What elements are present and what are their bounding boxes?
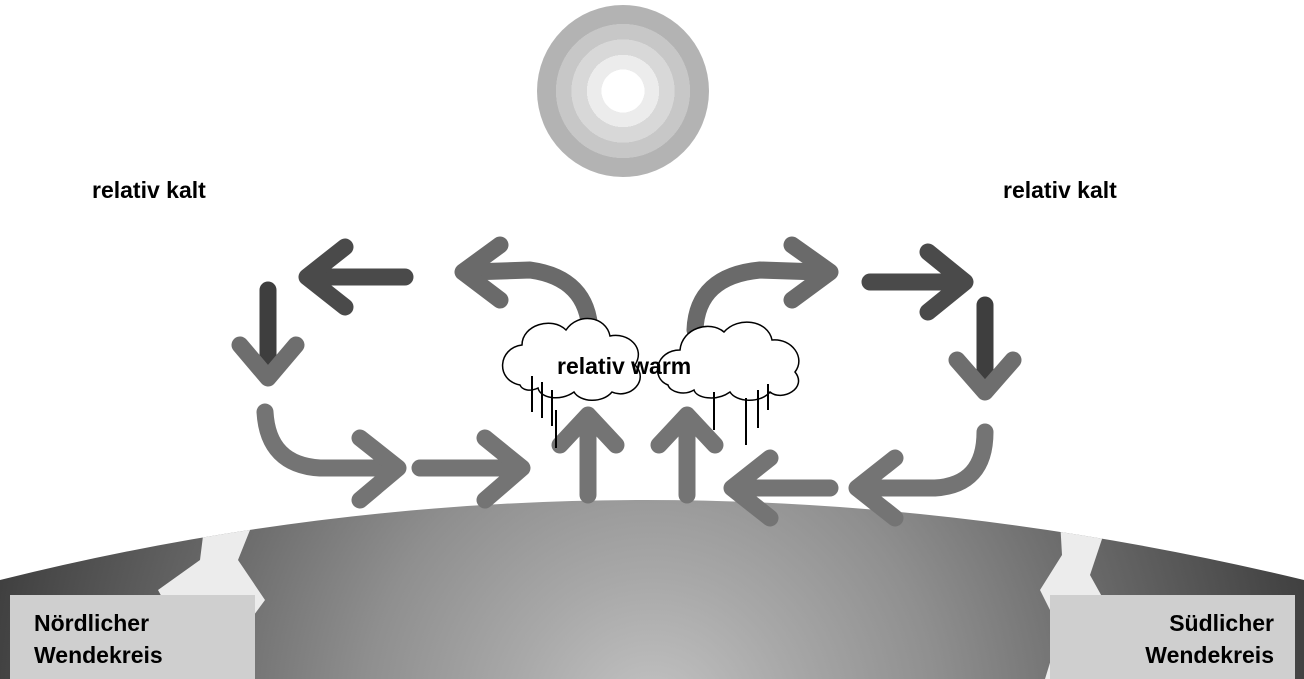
label-north-line2: Wendekreis: [34, 639, 163, 671]
label-suedlicher-wendekreis: Südlicher Wendekreis: [1145, 607, 1274, 671]
label-south-line2: Wendekreis: [1145, 639, 1274, 671]
label-relativ-warm: relativ warm: [557, 352, 691, 380]
earth-icon: [0, 420, 1304, 679]
label-relativ-kalt-right: relativ kalt: [1003, 176, 1117, 204]
label-noerdlicher-wendekreis: Nördlicher Wendekreis: [34, 607, 163, 671]
label-south-line1: Südlicher: [1145, 607, 1274, 639]
label-north-line1: Nördlicher: [34, 607, 163, 639]
label-relativ-kalt-left: relativ kalt: [92, 176, 206, 204]
sun-icon: [537, 5, 709, 177]
